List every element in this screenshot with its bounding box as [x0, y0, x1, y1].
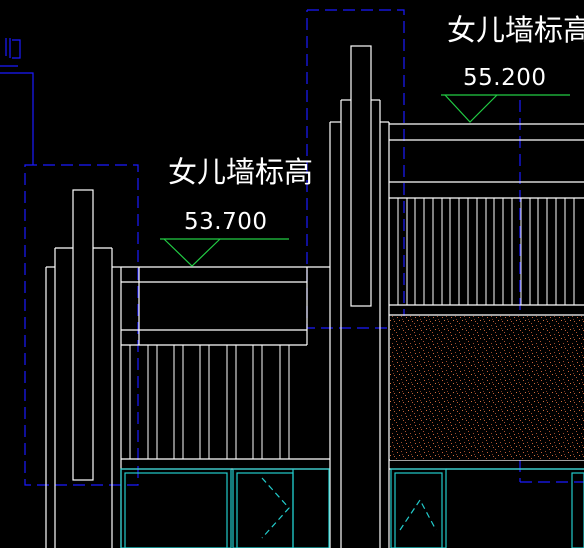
window-frame-2-inner — [236, 472, 294, 548]
right-slats — [397, 198, 575, 305]
window-frames — [120, 468, 584, 548]
dashed-outline-left — [24, 164, 139, 486]
leader-line — [0, 72, 34, 165]
left-post-inner — [72, 189, 94, 481]
elevation-marker-2 — [441, 94, 570, 123]
parapet-label-2: 女儿墙标高 — [447, 13, 584, 47]
window-frame-3 — [390, 468, 447, 548]
window-frame-3-inner — [394, 472, 443, 548]
hatch-fill-region — [390, 316, 584, 460]
window-frame-1-inner — [124, 472, 228, 548]
left-roof — [121, 266, 330, 470]
window-swing-2 — [261, 477, 290, 539]
left-slats — [129, 345, 290, 459]
window-frame-2 — [232, 468, 330, 548]
window-frame-1 — [120, 468, 232, 548]
parapet-label-1: 女儿墙标高 — [168, 155, 313, 189]
left-parapet — [45, 189, 122, 548]
mid-post-inner — [350, 45, 372, 307]
top-left-fragment — [0, 38, 34, 165]
mid-parapet — [329, 45, 390, 548]
window-frame-4 — [571, 472, 584, 548]
elevation-value-1: 53.700 — [184, 209, 267, 235]
elevation-value-2: 55.200 — [463, 65, 546, 91]
window-swing-3 — [399, 498, 437, 531]
text-fragment-icon — [5, 38, 21, 59]
elevation-marker-1 — [160, 238, 289, 267]
